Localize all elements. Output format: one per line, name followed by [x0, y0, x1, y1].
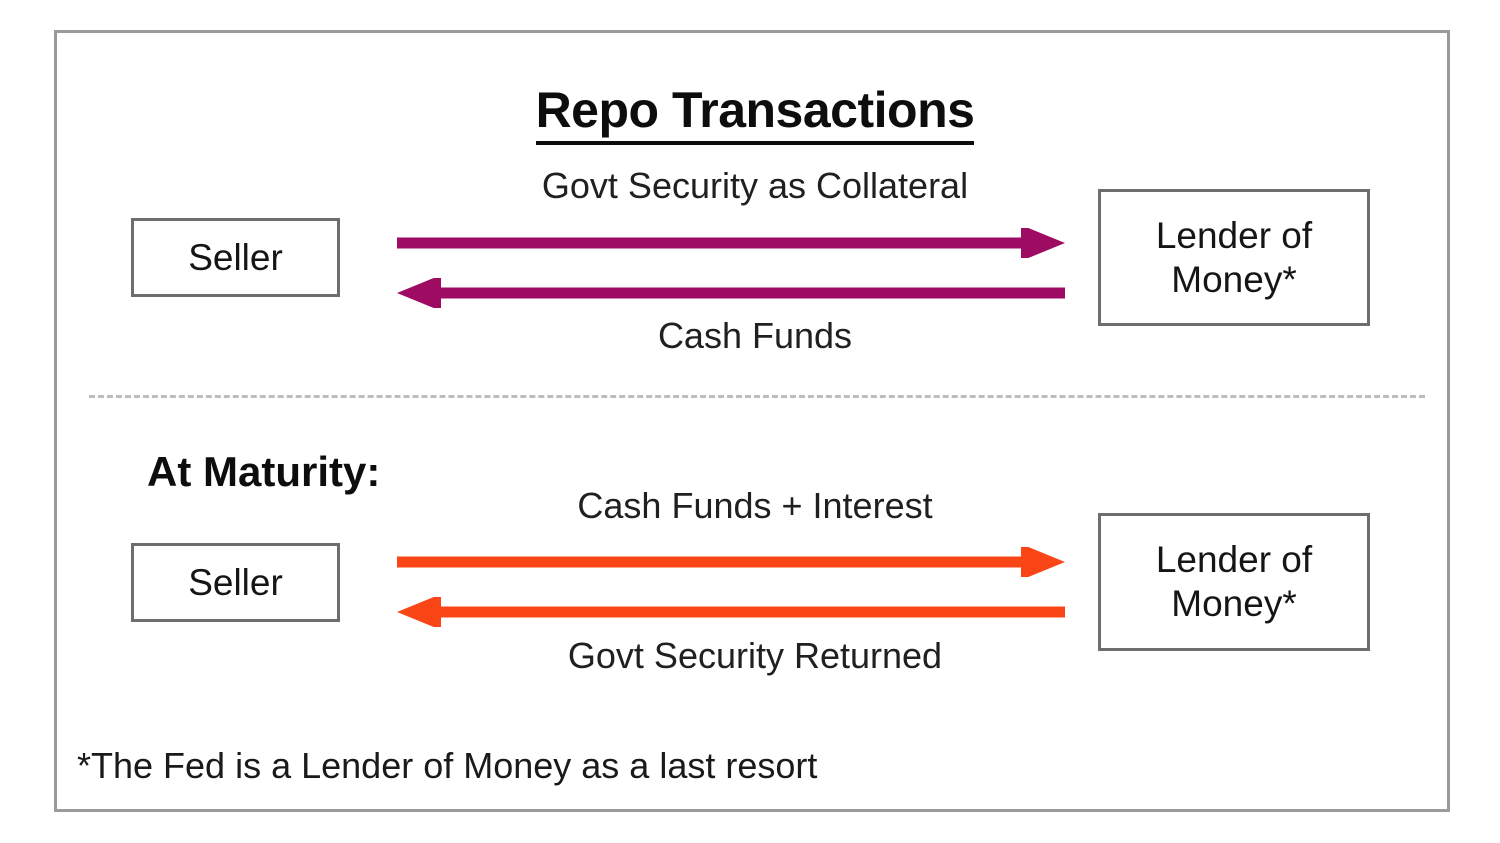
arrow-seller-to-lender-collateral — [397, 228, 1065, 258]
section-heading-at-maturity: At Maturity: — [147, 448, 381, 495]
node-seller-initial-label: Seller — [188, 236, 283, 278]
node-lender-initial-line1: Lender of — [1155, 214, 1313, 256]
node-lender-maturity-label: Lender of Money* — [1156, 538, 1312, 625]
page-title-text: Repo Transactions — [535, 82, 975, 145]
node-seller-maturity[interactable]: Seller — [131, 543, 340, 622]
node-lender-maturity[interactable]: Lender of Money* — [1098, 513, 1370, 651]
arrow-lender-to-seller-security-returned — [397, 597, 1065, 627]
node-seller-initial[interactable]: Seller — [131, 218, 340, 297]
diagram-frame: Repo Transactions Govt Security as Colla… — [54, 30, 1450, 812]
node-lender-initial-label: Lender of Money* — [1156, 214, 1312, 301]
page-title: Repo Transactions — [57, 81, 1453, 145]
flow-label-govt-security-collateral: Govt Security as Collateral — [541, 165, 969, 206]
node-lender-maturity-line1: Lender of — [1155, 539, 1313, 581]
arrow-seller-to-lender-cash-interest — [397, 547, 1065, 577]
node-lender-initial[interactable]: Lender of Money* — [1098, 189, 1370, 326]
footnote-text: *The Fed is a Lender of Money as a last … — [77, 745, 818, 786]
node-lender-maturity-line2: Money* — [1171, 583, 1297, 624]
arrow-lender-to-seller-cash — [397, 278, 1065, 308]
flow-label-cash-funds-interest: Cash Funds + Interest — [577, 485, 933, 526]
node-lender-initial-line2: Money* — [1171, 258, 1297, 300]
flow-label-govt-security-returned: Govt Security Returned — [567, 635, 943, 676]
flow-label-cash-funds: Cash Funds — [657, 315, 853, 356]
section-divider — [89, 395, 1425, 398]
node-seller-maturity-label: Seller — [188, 561, 283, 603]
